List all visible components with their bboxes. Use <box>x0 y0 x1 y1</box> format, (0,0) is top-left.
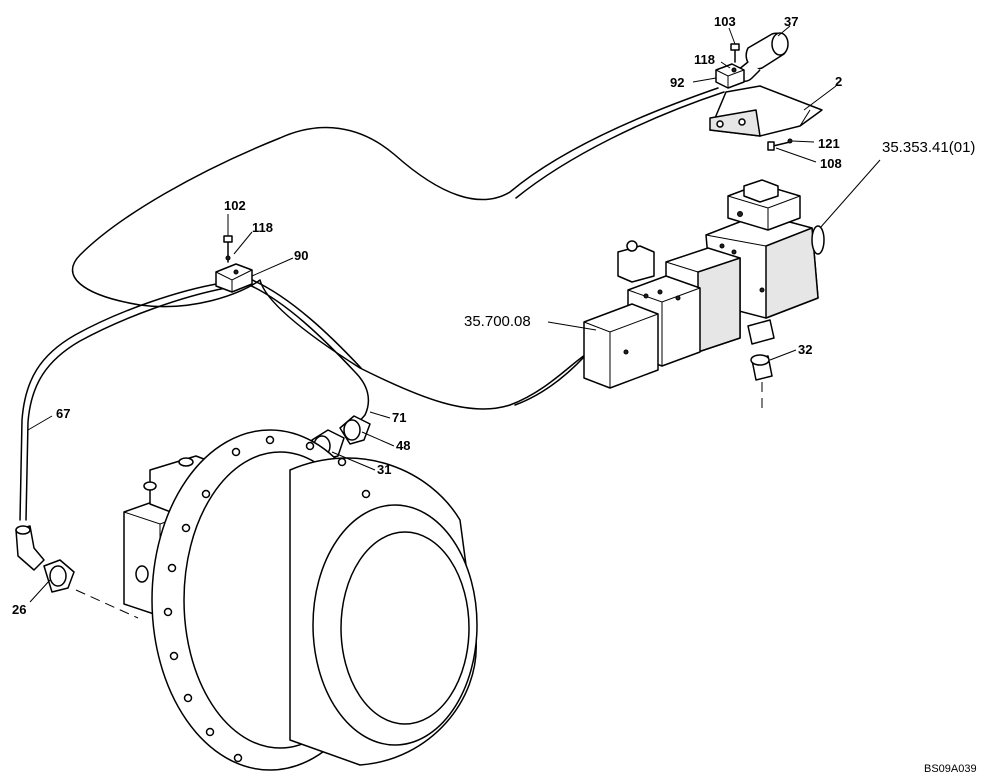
callout-90: 90 <box>294 248 308 263</box>
reference-valve: 35.700.08 <box>464 313 531 330</box>
fitting-48 <box>339 415 371 445</box>
hose-upper-loop-2 <box>515 91 725 199</box>
callout-108: 108 <box>820 156 842 171</box>
callout-121: 121 <box>818 136 840 151</box>
final-drive-motor <box>123 429 478 771</box>
hose-71-b <box>249 278 362 369</box>
callout-37: 37 <box>784 14 798 29</box>
screw-108 <box>767 138 793 151</box>
clamp-90 <box>215 235 253 293</box>
valve-assembly <box>583 179 825 389</box>
callout-32: 32 <box>798 342 812 357</box>
clamp-92 <box>715 63 745 89</box>
hose-valve-link <box>514 347 593 406</box>
callout-103: 103 <box>714 14 736 29</box>
hose-upper-loop <box>71 87 719 410</box>
bolt-103 <box>730 43 740 63</box>
hose-67-b <box>25 287 227 521</box>
hose-71 <box>244 282 370 426</box>
hose-lines <box>19 87 725 521</box>
callout-92: 92 <box>670 75 684 90</box>
bracket-assembly <box>709 32 823 151</box>
callout-26: 26 <box>12 602 26 617</box>
elbow-fitting <box>15 525 45 571</box>
bracket-2 <box>709 85 823 137</box>
callout-labels: 103 37 118 92 2 121 108 102 118 90 32 67… <box>12 14 977 775</box>
callout-71: 71 <box>392 410 406 425</box>
leader-lines <box>27 25 881 603</box>
fitting-26 <box>43 559 139 619</box>
fitting-32 <box>750 354 773 412</box>
reference-rear: 35.353.41(01) <box>882 139 975 156</box>
callout-118-top: 118 <box>694 52 715 67</box>
drawing-code: BS09A039 <box>924 763 977 775</box>
tee-fitting-37 <box>734 32 789 82</box>
callout-118-mid: 118 <box>252 220 273 235</box>
callout-31: 31 <box>377 462 391 477</box>
callout-67: 67 <box>56 406 70 421</box>
callout-2: 2 <box>835 74 842 89</box>
flange-bolt-holes <box>163 435 371 763</box>
callout-48: 48 <box>396 438 410 453</box>
hose-67 <box>19 282 223 521</box>
callout-102: 102 <box>224 198 246 213</box>
